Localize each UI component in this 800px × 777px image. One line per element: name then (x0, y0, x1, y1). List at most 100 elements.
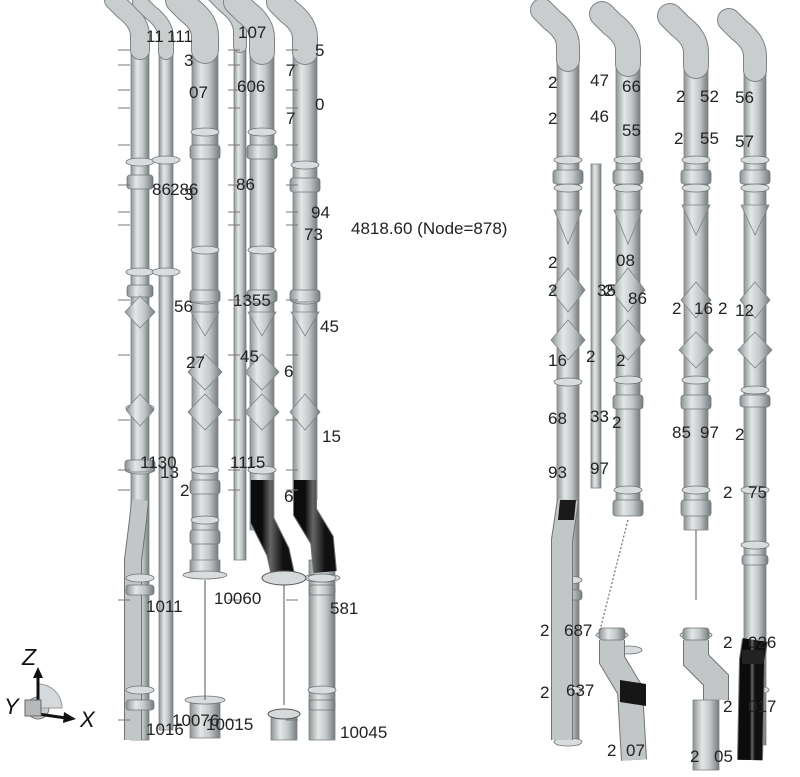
flange (190, 127, 220, 137)
pipe-segment (292, 49, 318, 501)
flange (247, 245, 277, 255)
pipe-collar (739, 394, 771, 408)
left-node-label: 45 (240, 347, 259, 366)
pipe-segment (158, 49, 174, 731)
bent-pipe (600, 640, 646, 761)
right-node-label: 52 (700, 87, 719, 106)
pipe-elbow (658, 4, 708, 78)
left-node-label: 07 (189, 83, 208, 102)
pipe-collar (612, 499, 644, 517)
flange (613, 155, 643, 165)
triad-quadrant-icon (37, 683, 63, 709)
pipe-segment (590, 163, 602, 489)
left-node-label: 27 (186, 353, 205, 372)
axis-triad[interactable]: Z Y X (4, 644, 96, 732)
bent-pipe (552, 498, 578, 740)
y-axis-marker (24, 699, 42, 717)
left-node-label: 73 (304, 225, 323, 244)
flange (740, 540, 770, 550)
right-node-label: 2 (672, 299, 681, 318)
flange (247, 127, 277, 137)
y-axis-label: Y (4, 694, 20, 719)
flange (613, 485, 643, 495)
bent-pipe (684, 640, 728, 700)
high-stress-pipe (294, 480, 336, 574)
flange (307, 573, 337, 583)
left-node-label: 1130 (140, 453, 177, 472)
right-node-label: 2 (735, 425, 744, 444)
hanger-diamond (550, 267, 586, 313)
pipe-collar (246, 289, 278, 303)
flange (681, 183, 711, 193)
flange (681, 155, 711, 165)
spring-cone (290, 311, 320, 337)
flange (190, 245, 220, 255)
right-node-label: 2 (548, 73, 557, 92)
right-node-label: 85 (672, 423, 691, 442)
right-node-label: 33 (590, 407, 609, 426)
high-stress-pipe (251, 480, 294, 578)
right-node-label: 2 (718, 299, 727, 318)
right-node-label: 2 (548, 109, 557, 128)
pipe-collar (246, 144, 278, 160)
x-axis-arrow-icon (63, 712, 76, 723)
spring-cone (681, 204, 711, 236)
left-node-label: 6 (284, 487, 293, 506)
hanger-diamond (124, 295, 156, 329)
right-node-label: 2 (723, 483, 732, 502)
pipe-collar (125, 584, 155, 596)
right-node-label: 2 (616, 351, 625, 370)
pipe-collar (612, 169, 644, 185)
hanger-diamond (680, 281, 712, 319)
pipe-elbow (718, 9, 766, 81)
left-node-label: 606 (237, 77, 265, 96)
left-node-label: 111 (167, 27, 193, 46)
pipe-collar (612, 394, 644, 410)
flange (553, 183, 583, 193)
pipe-model (104, 0, 773, 771)
right-node-label: 16 (548, 351, 567, 370)
flange (125, 157, 155, 167)
anchor-plate (267, 708, 301, 720)
right-node-label: 86 (628, 289, 647, 308)
pipe-collar (682, 627, 710, 641)
pipe-collar (124, 459, 156, 473)
flange (125, 267, 155, 277)
pipe-collar (189, 479, 221, 495)
flange (182, 570, 228, 580)
right-node-label: 05 (714, 747, 733, 766)
right-node-label: 2 (723, 633, 732, 652)
left-node-label: 10060 (214, 589, 261, 608)
right-node-label: 2 (548, 253, 557, 272)
pipe-collar (741, 554, 769, 566)
pipe-collar (126, 284, 154, 298)
right-node-label: 2 (604, 281, 613, 300)
spring-cone (190, 311, 220, 337)
right-node-label: 66 (622, 77, 641, 96)
left-node-label: 94 (311, 203, 330, 222)
bent-pipe (125, 499, 148, 740)
flange (553, 155, 583, 165)
right-node-label: 2 (690, 747, 699, 766)
right-node-label: 2 (723, 697, 732, 716)
left-node-label: 45 (320, 317, 339, 336)
flange (740, 485, 770, 495)
left-node-label: 1115 (230, 453, 265, 472)
right-node-label: 68 (548, 409, 567, 428)
left-node-label: 86 (236, 175, 255, 194)
z-axis-arrow-icon (33, 667, 43, 678)
flange (740, 155, 770, 165)
pipe-segment (189, 699, 221, 739)
flange (190, 465, 220, 475)
left-node-label: 15 (322, 427, 341, 446)
hanger-diamond (610, 319, 646, 361)
pipe-collar (308, 584, 336, 596)
spring-cone (553, 209, 583, 246)
right-node-label: 97 (590, 459, 609, 478)
flange (125, 685, 155, 695)
high-stress-joint (620, 680, 646, 706)
left-node-label: 5 (315, 41, 324, 60)
left-node-label: 86 (152, 180, 171, 199)
